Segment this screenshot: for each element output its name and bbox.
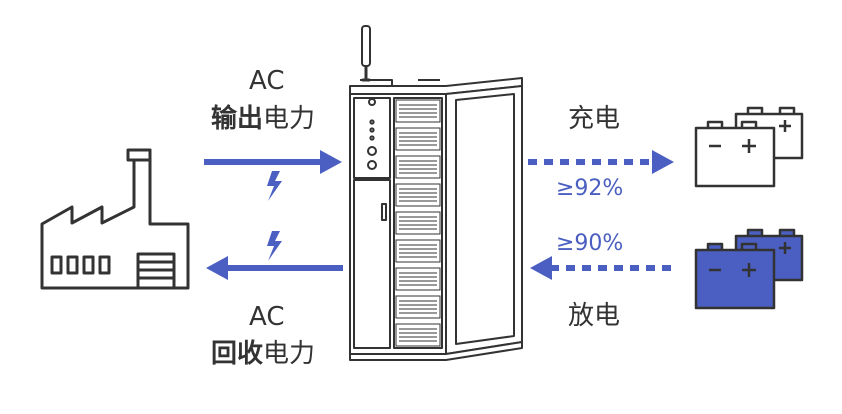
top-left-ac: AC [249,66,285,96]
bottom-left-recovery-power: 回收电力 [211,339,315,369]
vent-module [395,239,441,263]
battery-icon [694,106,804,188]
charge-label: 充电 [568,104,621,134]
factory-icon [40,148,190,290]
lightning-icon [267,231,282,261]
output-arrow [204,150,342,174]
lightning-icon [267,171,282,201]
vent-module [395,211,441,235]
vent-module [395,295,441,319]
vent-module [395,323,441,347]
charge-arrow [528,150,674,174]
charge-efficiency: ≥92% [556,176,624,201]
vent-module [395,183,441,207]
vent-module [395,99,441,123]
vent-module [395,267,441,291]
battery-terminals [709,242,791,277]
discharge-label: 放电 [568,301,621,331]
discharge-arrow [530,256,676,280]
cabinet-icon [349,25,523,361]
power-word: 电力 [263,104,316,134]
vent-module [395,127,441,151]
battery-icon [694,228,804,310]
top-left-output-power: 输出电力 [211,104,315,134]
recovery-word: 回收 [211,339,264,369]
cabinet-vents [395,99,441,347]
battery-terminals [709,120,791,153]
discharge-efficiency: ≥90% [556,231,624,256]
bottom-left-ac: AC [249,302,285,332]
output-word: 输出 [211,104,264,134]
vent-module [395,155,441,179]
power-word: 电力 [263,339,316,369]
recovery-arrow [206,256,343,280]
